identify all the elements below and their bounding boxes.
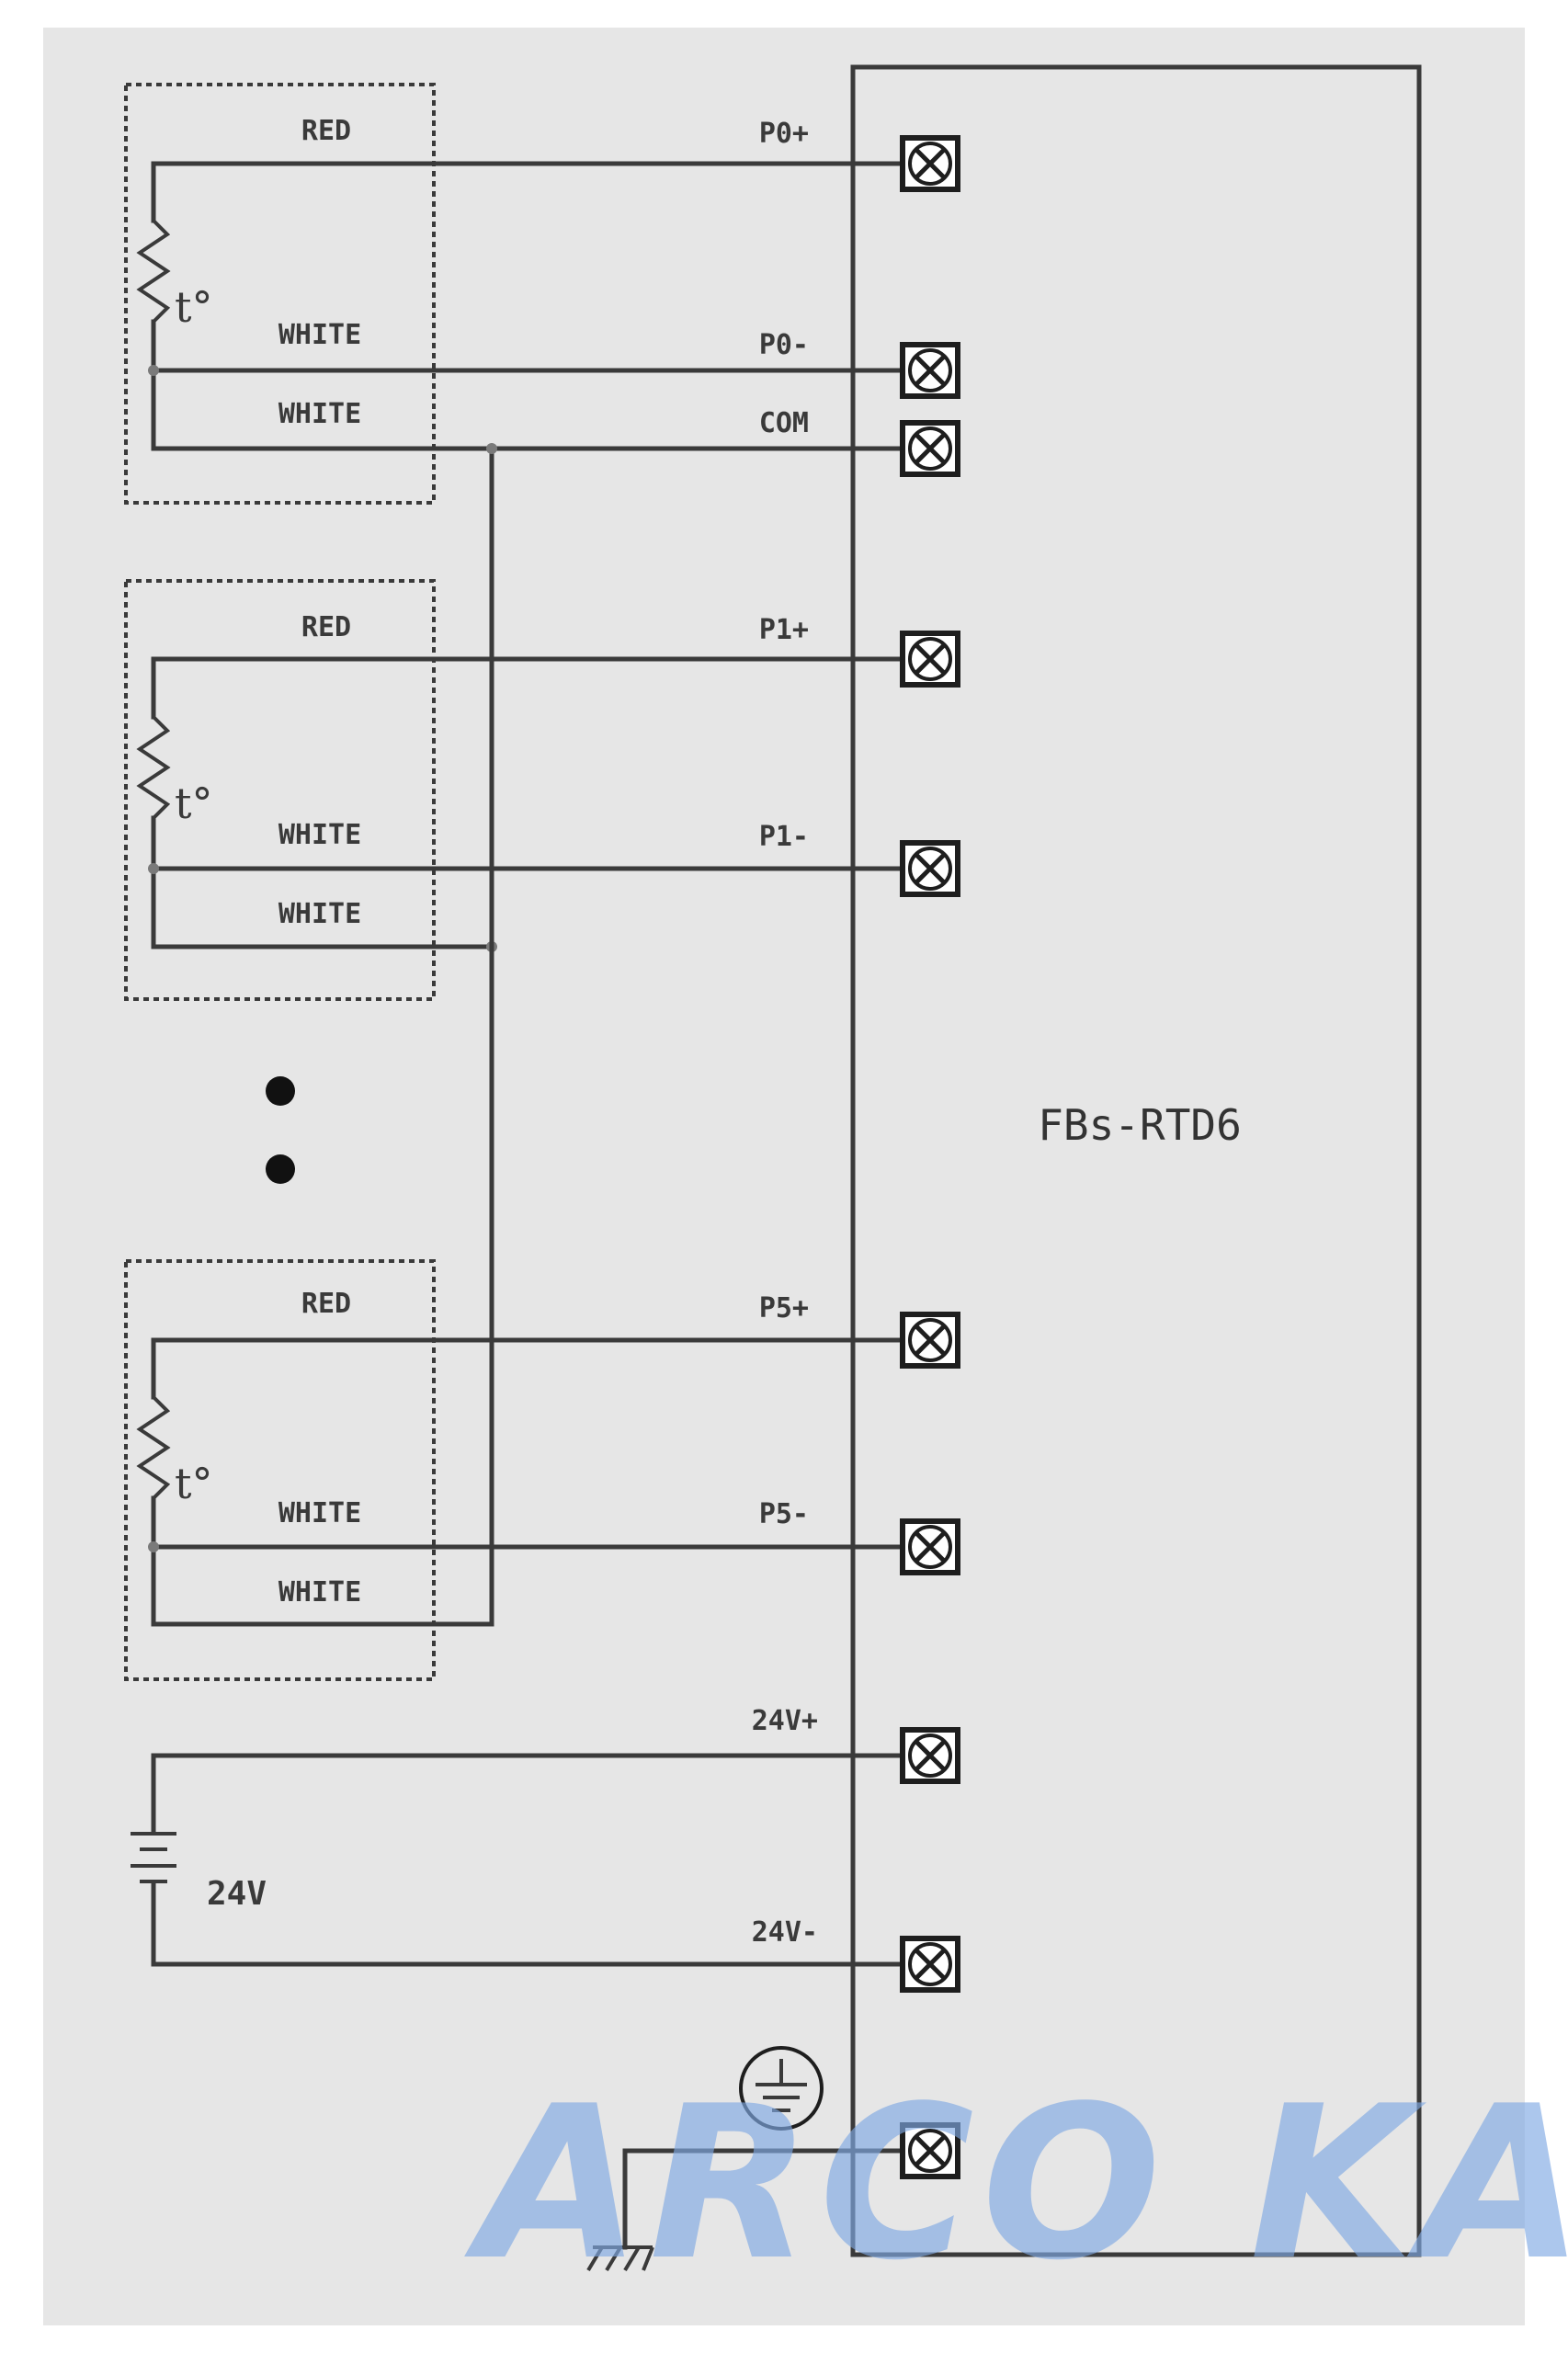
terminal-p0-minus (900, 342, 960, 399)
battery-label: 24V (207, 1875, 267, 1913)
terminal-label-24v-plus: 24V+ (752, 1705, 818, 1737)
earth-icon-tick (586, 2245, 604, 2272)
watermark: ARCO KALA (464, 2062, 1568, 2307)
module-label: FBs-RTD6 (1038, 1100, 1242, 1150)
terminal-24v-plus (900, 1727, 960, 1784)
sensor-1: t° RED WHITE WHITE (124, 579, 933, 1001)
sensor-1-red-wire (151, 656, 933, 720)
power-plus-wire (151, 1753, 933, 1834)
terminal-24v-minus (900, 1936, 960, 1993)
earth-icon-tick (605, 2245, 622, 2272)
sensor-0-white-bot-label: WHITE (278, 398, 361, 430)
ground-icon (739, 2046, 824, 2131)
terminal-p0-plus (900, 135, 960, 192)
sensor-0-resistor (136, 219, 171, 324)
terminal-ground (900, 2122, 960, 2179)
terminal-label-p5-minus: P5- (759, 1498, 809, 1530)
sensor-0-temp: t° (175, 282, 213, 332)
earth-icon-tick (642, 2246, 654, 2271)
terminal-com (900, 420, 960, 477)
power-minus-wire (151, 1881, 933, 1967)
terminal-label-com: COM (759, 407, 809, 439)
terminal-label-24v-minus: 24V- (752, 1916, 818, 1949)
sensor-1-red-label: RED (301, 611, 351, 643)
sensor-5: t° RED WHITE WHITE (124, 1259, 933, 1681)
terminal-label-p0-minus: P0- (759, 329, 809, 361)
sensor-5-red-label: RED (301, 1288, 351, 1320)
sensor-0-node (148, 365, 159, 376)
sensor-0: t° RED WHITE WHITE (124, 83, 933, 505)
sensor-1-box (124, 579, 436, 1001)
terminal-label-p1-plus: P1+ (759, 614, 809, 646)
ellipsis-dot (266, 1076, 295, 1106)
terminal-p1-plus (900, 631, 960, 688)
sensor-0-red-label: RED (301, 115, 351, 147)
ground (586, 2046, 933, 2272)
terminal-p5-plus (900, 1312, 960, 1369)
sensor-0-white-mid-label: WHITE (278, 319, 361, 351)
sensor-0-red-wire (151, 161, 933, 223)
ellipsis-dot (266, 1154, 295, 1184)
sensor-1-white-mid-label: WHITE (278, 819, 361, 851)
sensor-5-node (148, 1541, 159, 1552)
sensor-5-red-wire (151, 1337, 933, 1400)
power-supply: 24V (131, 1753, 933, 1967)
sensor-0-box (124, 83, 436, 505)
terminal-p1-minus (900, 840, 960, 897)
com-bus-node (486, 443, 497, 454)
sensor-5-box (124, 1259, 436, 1681)
sensor-5-white-bot-label: WHITE (278, 1576, 361, 1608)
earth-icon-tick (623, 2245, 641, 2272)
sensor-5-temp: t° (175, 1459, 213, 1508)
terminal-label-p1-minus: P1- (759, 821, 809, 853)
sensor-5-white-mid-label: WHITE (278, 1497, 361, 1529)
sensor-1-temp: t° (175, 779, 213, 828)
terminal-label-p0-plus: P0+ (759, 118, 809, 150)
sensor-1-node (148, 863, 159, 874)
earth-wire (622, 2148, 933, 2250)
sensor-5-resistor (136, 1395, 171, 1500)
terminal-p5-minus (900, 1518, 960, 1575)
terminal-label-p5-plus: P5+ (759, 1292, 809, 1324)
sensor-1-white-bot-label: WHITE (278, 898, 361, 930)
sensor-1-resistor (136, 715, 171, 820)
